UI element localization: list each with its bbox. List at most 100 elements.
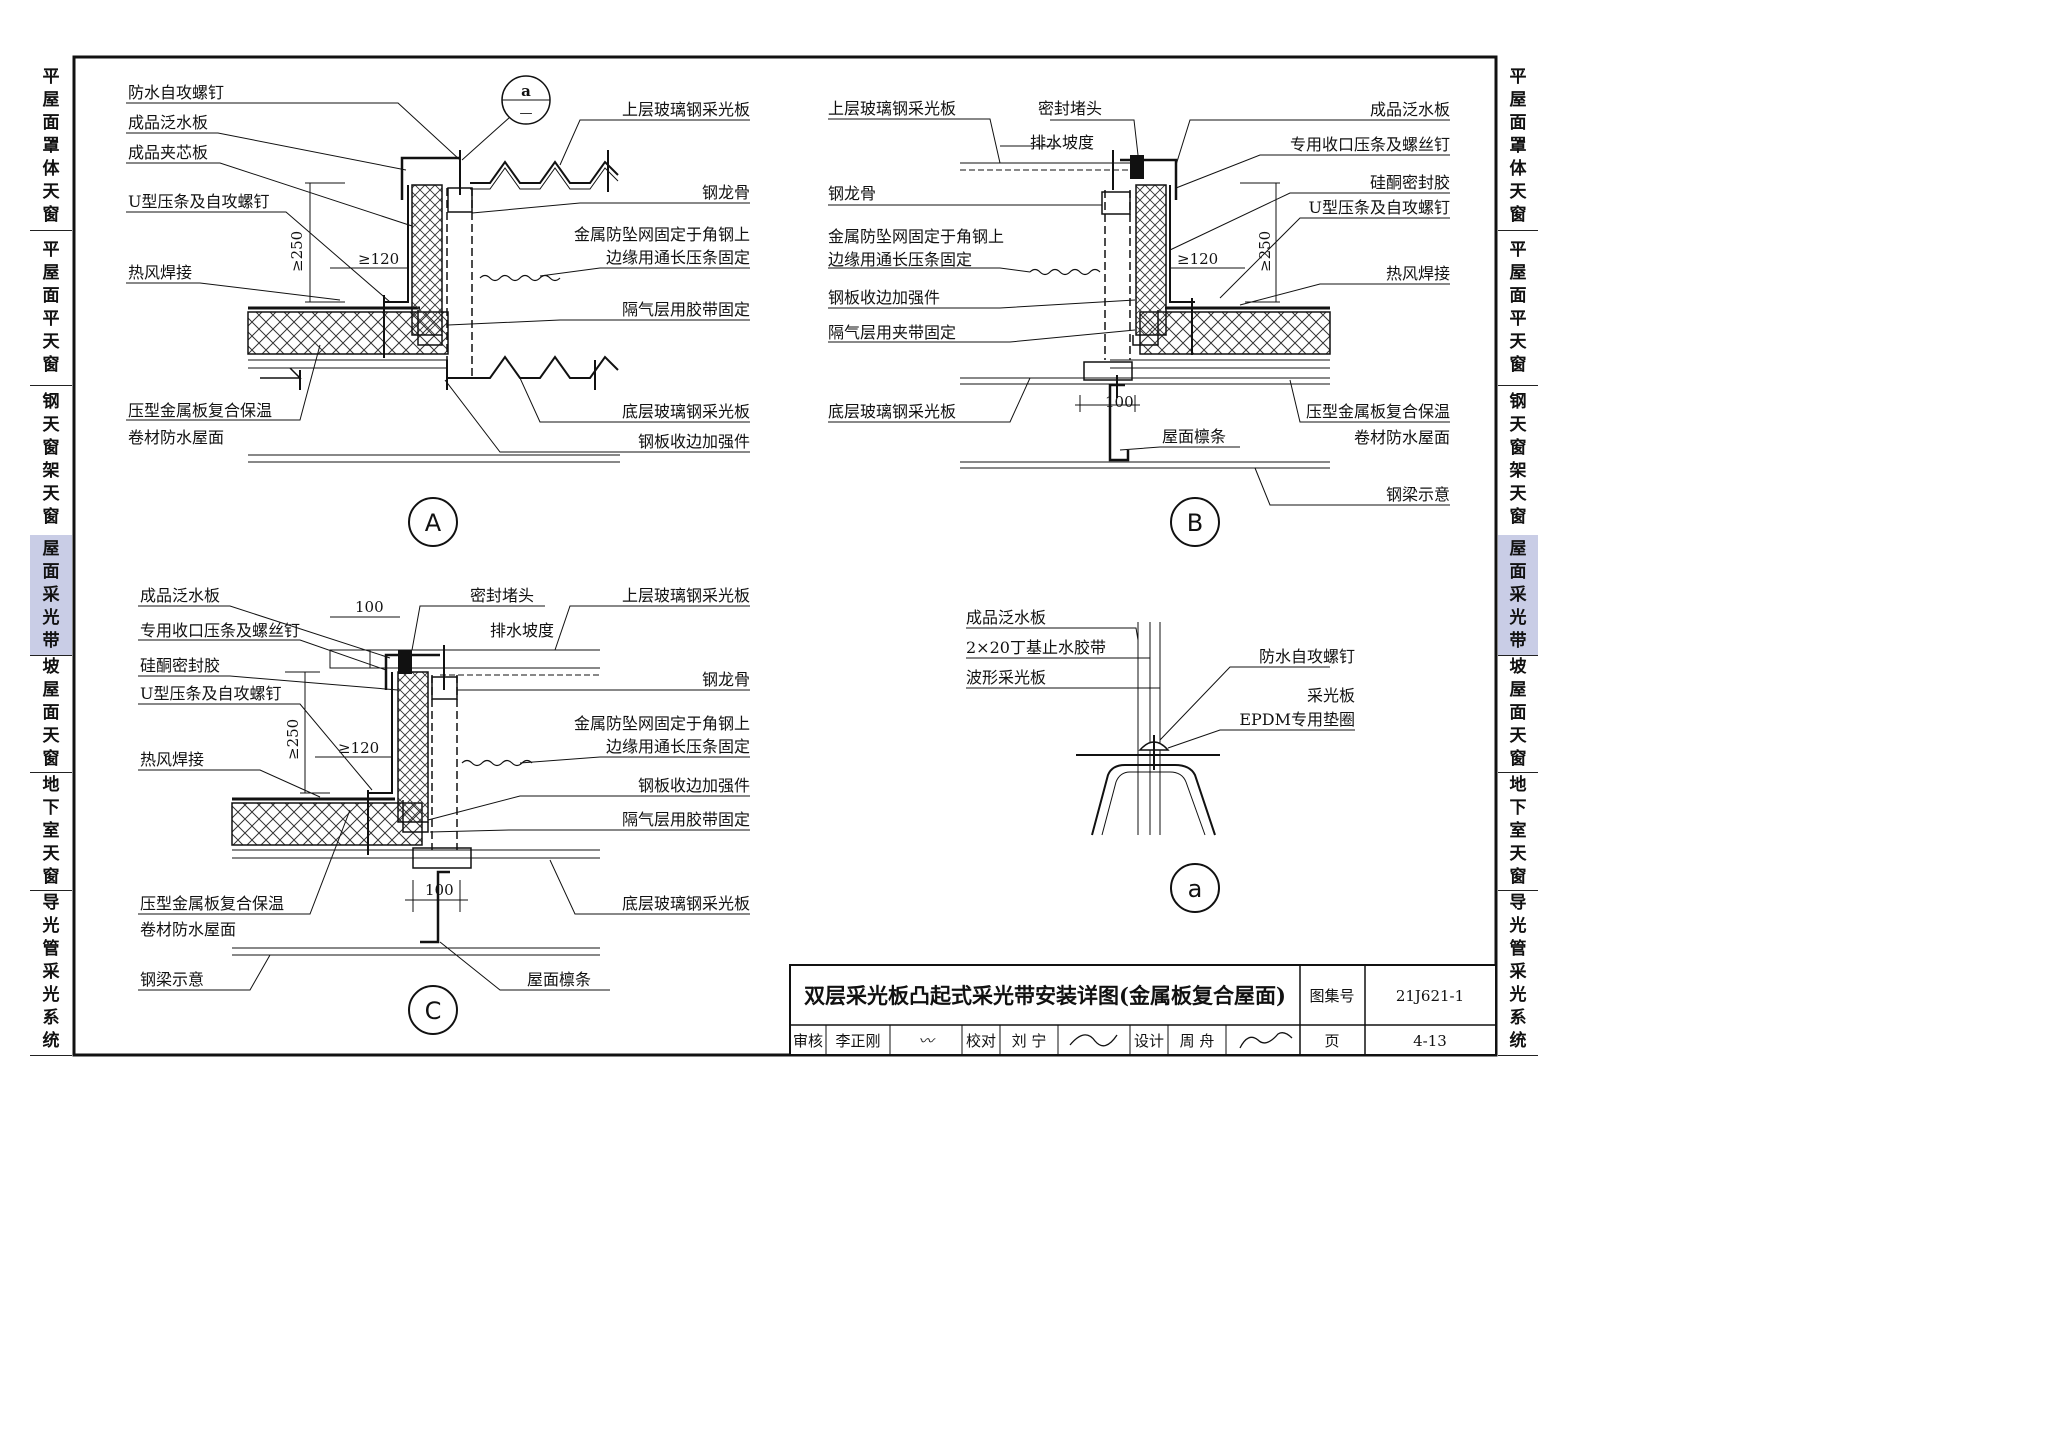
detail-c: 100 100 ≥250 ≥120 成品泛水板 密 [138,586,750,1035]
designer-name: 周 舟 [1180,1032,1215,1050]
tab-divider [1498,1055,1538,1056]
side-tab-1[interactable]: 平屋面罩体天窗 [1498,62,1538,230]
drawing-canvas: ≥250 ≥120 a — 防水自攻螺钉 成品泛水板 成品夹芯板 U型压条及自攻… [72,55,1498,1057]
side-tab-7[interactable]: 导光管采光系统 [30,890,72,1055]
tab-divider [1498,655,1538,656]
dim-width: ≥120 [358,250,399,268]
dim-top: 100 [355,598,384,616]
detail-b-badge [1170,497,1220,547]
check-label: 校对 [966,1032,996,1050]
side-tab-label: 导光管采光系统 [42,893,60,1051]
label-roof-2: 卷材防水屋面 [1354,428,1450,447]
page-number: 4-13 [1413,1032,1447,1050]
label-flashing: 成品泛水板 [1370,100,1450,119]
label-net-2: 边缘用通长压条固定 [828,250,972,269]
side-tab-label: 坡屋面天窗 [1509,657,1527,769]
side-tab-5[interactable]: 坡屋面天窗 [1498,655,1538,772]
label-weld: 热风焊接 [140,750,204,769]
side-tab-label: 平屋面罩体天窗 [1509,66,1527,225]
label-keel: 钢龙骨 [702,183,750,202]
detail-a: ≥250 ≥120 a — 防水自攻螺钉 成品泛水板 成品夹芯板 U型压条及自攻… [126,75,750,547]
side-tab-3[interactable]: 钢天窗架天窗 [30,385,72,535]
checker-name: 刘 宁 [1012,1032,1047,1050]
label-slope: 排水坡度 [490,621,554,640]
detail-small-badge [1170,863,1220,913]
bottom-panel [448,355,619,379]
label-sandwich: 成品夹芯板 [128,143,208,162]
side-tab-2[interactable]: 平屋面平天窗 [1498,230,1538,385]
label-weld: 热风焊接 [128,263,192,282]
tab-divider [30,890,72,891]
side-tab-label: 屋面采光带 [42,538,60,651]
label-closing: 专用收口压条及螺丝钉 [140,621,300,640]
label-screw: 防水自攻螺钉 [128,83,224,102]
label-beam: 钢梁示意 [140,970,204,989]
label-flashing: 成品泛水板 [128,113,208,132]
label-purlin: 屋面檩条 [527,970,591,989]
label-net-2: 边缘用通长压条固定 [606,737,750,756]
dim-purlin: 100 [1105,393,1134,411]
side-tab-label: 钢天窗架天窗 [42,392,60,527]
label-edge: 钢板收边加强件 [638,432,750,451]
detail-small-a: 成品泛水板 2×20丁基止水胶带 波形采光板 防水自攻螺钉 采光板 EPDM专用… [966,608,1355,913]
upstand-insulation [397,671,429,823]
checker-signature [1069,1034,1118,1047]
svg-text:a: a [521,82,531,100]
side-tab-5[interactable]: 坡屋面天窗 [30,655,72,772]
label-roof-1: 压型金属板复合保温 [128,401,272,420]
side-tab-1[interactable]: 平屋面罩体天窗 [30,62,72,230]
label-roof-1: 压型金属板复合保温 [1306,402,1450,421]
label-net-2: 边缘用通长压条固定 [606,248,750,267]
upstand-insulation [1135,184,1167,336]
label-net-1: 金属防坠网固定于角钢上 [574,225,750,244]
designer-signature [1239,1032,1293,1049]
label-seal: 密封堵头 [470,586,534,605]
tab-divider [1498,772,1538,773]
side-tab-6[interactable]: 地下室天窗 [30,772,72,890]
upstand-insulation [411,184,443,336]
label-edge: 钢板收边加强件 [638,776,750,795]
detail-a-badge [408,497,458,547]
dim-height: ≥250 [284,719,302,760]
side-tab-7[interactable]: 导光管采光系统 [1498,890,1538,1055]
roof-insulation [1139,311,1331,355]
label-upper-panel: 上层玻璃钢采光板 [622,586,750,605]
svg-text:—: — [520,106,533,121]
atlas-number: 21J621-1 [1396,987,1464,1005]
page-label: 页 [1324,1032,1339,1050]
drawing-title: 双层采光板凸起式采光带安装详图(金属板复合屋面) [804,983,1286,1008]
tab-divider [1498,385,1538,386]
side-tab-4[interactable]: 屋面采光带 [30,535,72,655]
label-weld: 热风焊接 [1386,264,1450,283]
label-purlin: 屋面檩条 [1162,427,1226,446]
side-tab-4[interactable]: 屋面采光带 [1498,535,1538,655]
label-net-1: 金属防坠网固定于角钢上 [574,714,750,733]
label-upper-panel: 上层玻璃钢采光板 [622,100,750,119]
dim-width: ≥120 [338,739,379,757]
side-tab-label: 平屋面罩体天窗 [42,66,60,225]
label-silicone: 硅酮密封胶 [1370,173,1450,192]
label-bottom-panel: 底层玻璃钢采光板 [622,894,750,913]
label-slope: 排水坡度 [1030,133,1094,152]
side-tab-3[interactable]: 钢天窗架天窗 [1498,385,1538,535]
tab-divider [30,772,72,773]
svg-text:a: a [1188,875,1203,903]
side-tab-label: 平屋面平天窗 [42,239,60,375]
review-label: 审核 [793,1032,823,1050]
dim-height: ≥250 [1256,231,1274,272]
label-vapor: 隔气层用胶带固定 [622,300,750,319]
label-closing: 专用收口压条及螺丝钉 [1290,135,1450,154]
label-vapor: 隔气层用夹带固定 [828,323,956,342]
side-tab-2[interactable]: 平屋面平天窗 [30,230,72,385]
label-upper-panel: 上层玻璃钢采光板 [828,99,956,118]
design-label: 设计 [1134,1032,1164,1050]
label-roof-2: 卷材防水屋面 [140,920,236,939]
label-screw: 防水自攻螺钉 [1259,647,1355,666]
side-tab-6[interactable]: 地下室天窗 [1498,772,1538,890]
label-beam: 钢梁示意 [1386,485,1450,504]
label-vapor: 隔气层用胶带固定 [622,810,750,829]
label-keel: 钢龙骨 [828,184,876,203]
svg-text:A: A [425,509,442,537]
dim-width: ≥120 [1177,250,1218,268]
reviewer-signature: 〰 [918,1032,935,1050]
